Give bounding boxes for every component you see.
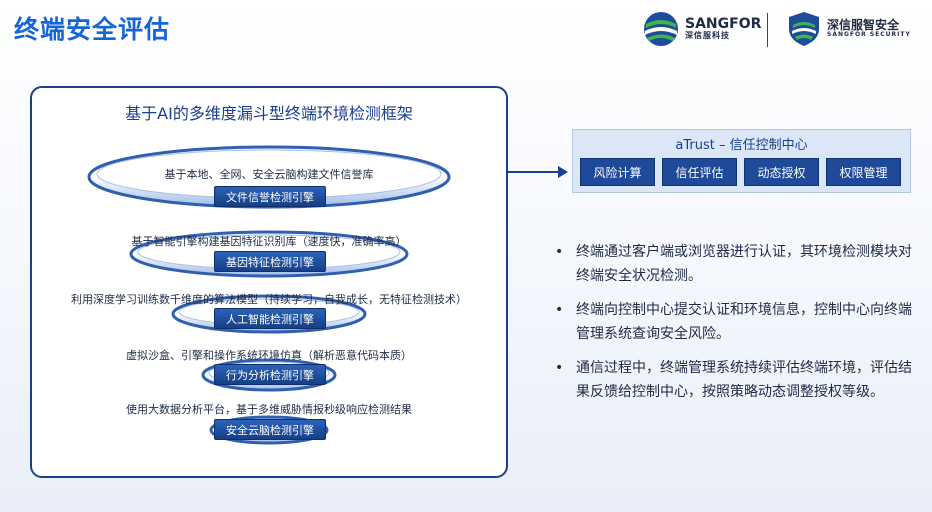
shield-icon — [789, 12, 819, 46]
gene-feature-engine-label: 基因特征检测引擎 — [214, 251, 326, 272]
layer-1-description: 基于本地、全网、安全云脑构建文件信誉库 — [164, 168, 374, 181]
layer-3-description: 利用深度学习训练数千维度的算法模型（持续学习，自我成长，无特征检测技术） — [71, 293, 467, 306]
bullet-text: 终端通过客户端或浏览器进行认证，其环境检测模块对终端安全状况检测。 — [576, 244, 912, 284]
sangfor-security-logo: 深信服智安全 SANGFOR SECURITY — [786, 10, 911, 48]
permission-management-button[interactable]: 权限管理 — [826, 158, 901, 186]
bullet-item: • 终端向控制中心提交认证和环境信息，控制中心向终端管理系统查询安全风险。 — [552, 298, 914, 346]
file-reputation-engine-label: 文件信誉检测引擎 — [214, 186, 326, 207]
framework-panel: 基于AI的多维度漏斗型终端环境检测框架 — [30, 86, 508, 478]
atrust-control-center: aTrust – 信任控制中心 风险计算 信任评估 动态授权 权限管理 — [572, 129, 911, 193]
bullet-dot-icon: • — [555, 302, 564, 318]
security-brand-sub: SANGFOR SECURITY — [827, 31, 911, 39]
security-brand-name: 深信服智安全 — [827, 18, 900, 33]
bullet-list: • 终端通过客户端或浏览器进行认证，其环境检测模块对终端安全状况检测。 • 终端… — [552, 240, 914, 414]
trust-evaluation-button[interactable]: 信任评估 — [662, 158, 737, 186]
bullet-text: 通信过程中，终端管理系统持续评估终端环境，评估结果反馈给控制中心，按照策略动态调… — [576, 360, 912, 400]
layer-2-description: 基于智能引擎构建基因特征识别库（速度快，准确率高） — [131, 235, 407, 248]
funnel-ring-1 — [87, 145, 451, 209]
dynamic-authorization-button[interactable]: 动态授权 — [744, 158, 819, 186]
logo-divider — [767, 13, 768, 47]
behavior-analysis-engine-label: 行为分析检测引擎 — [214, 364, 326, 385]
sangfor-logo: SANGFOR 深信服科技 — [642, 10, 761, 48]
bullet-item: • 终端通过客户端或浏览器进行认证，其环境检测模块对终端安全状况检测。 — [552, 240, 914, 288]
bullet-dot-icon: • — [555, 244, 564, 260]
bullet-item: • 通信过程中，终端管理系统持续评估终端环境，评估结果反馈给控制中心，按照策略动… — [552, 356, 914, 404]
connector-arrow-line — [508, 171, 560, 173]
sangfor-brand-name: SANGFOR — [685, 15, 762, 32]
atrust-title: aTrust – 信任控制中心 — [675, 138, 808, 153]
bullet-text: 终端向控制中心提交认证和环境信息，控制中心向终端管理系统查询安全风险。 — [576, 302, 912, 342]
risk-calculation-button[interactable]: 风险计算 — [580, 158, 655, 186]
framework-title: 基于AI的多维度漏斗型终端环境检测框架 — [125, 104, 413, 123]
bullet-dot-icon: • — [555, 360, 564, 376]
arrow-right-icon — [558, 166, 568, 178]
cloud-brain-engine-label: 安全云脑检测引擎 — [214, 419, 326, 440]
sangfor-globe-icon — [644, 12, 678, 46]
funnel-diagram — [87, 145, 451, 445]
layer-4-description: 虚拟沙盒、引擎和操作系统环境仿真（解析恶意代码本质） — [126, 349, 412, 362]
page-title: 终端安全评估 — [14, 15, 171, 44]
layer-5-description: 使用大数据分析平台，基于多维威胁情报秒级响应检测结果 — [126, 403, 412, 416]
sangfor-brand-sub: 深信服科技 — [685, 31, 730, 41]
ai-engine-label: 人工智能检测引擎 — [214, 308, 326, 329]
